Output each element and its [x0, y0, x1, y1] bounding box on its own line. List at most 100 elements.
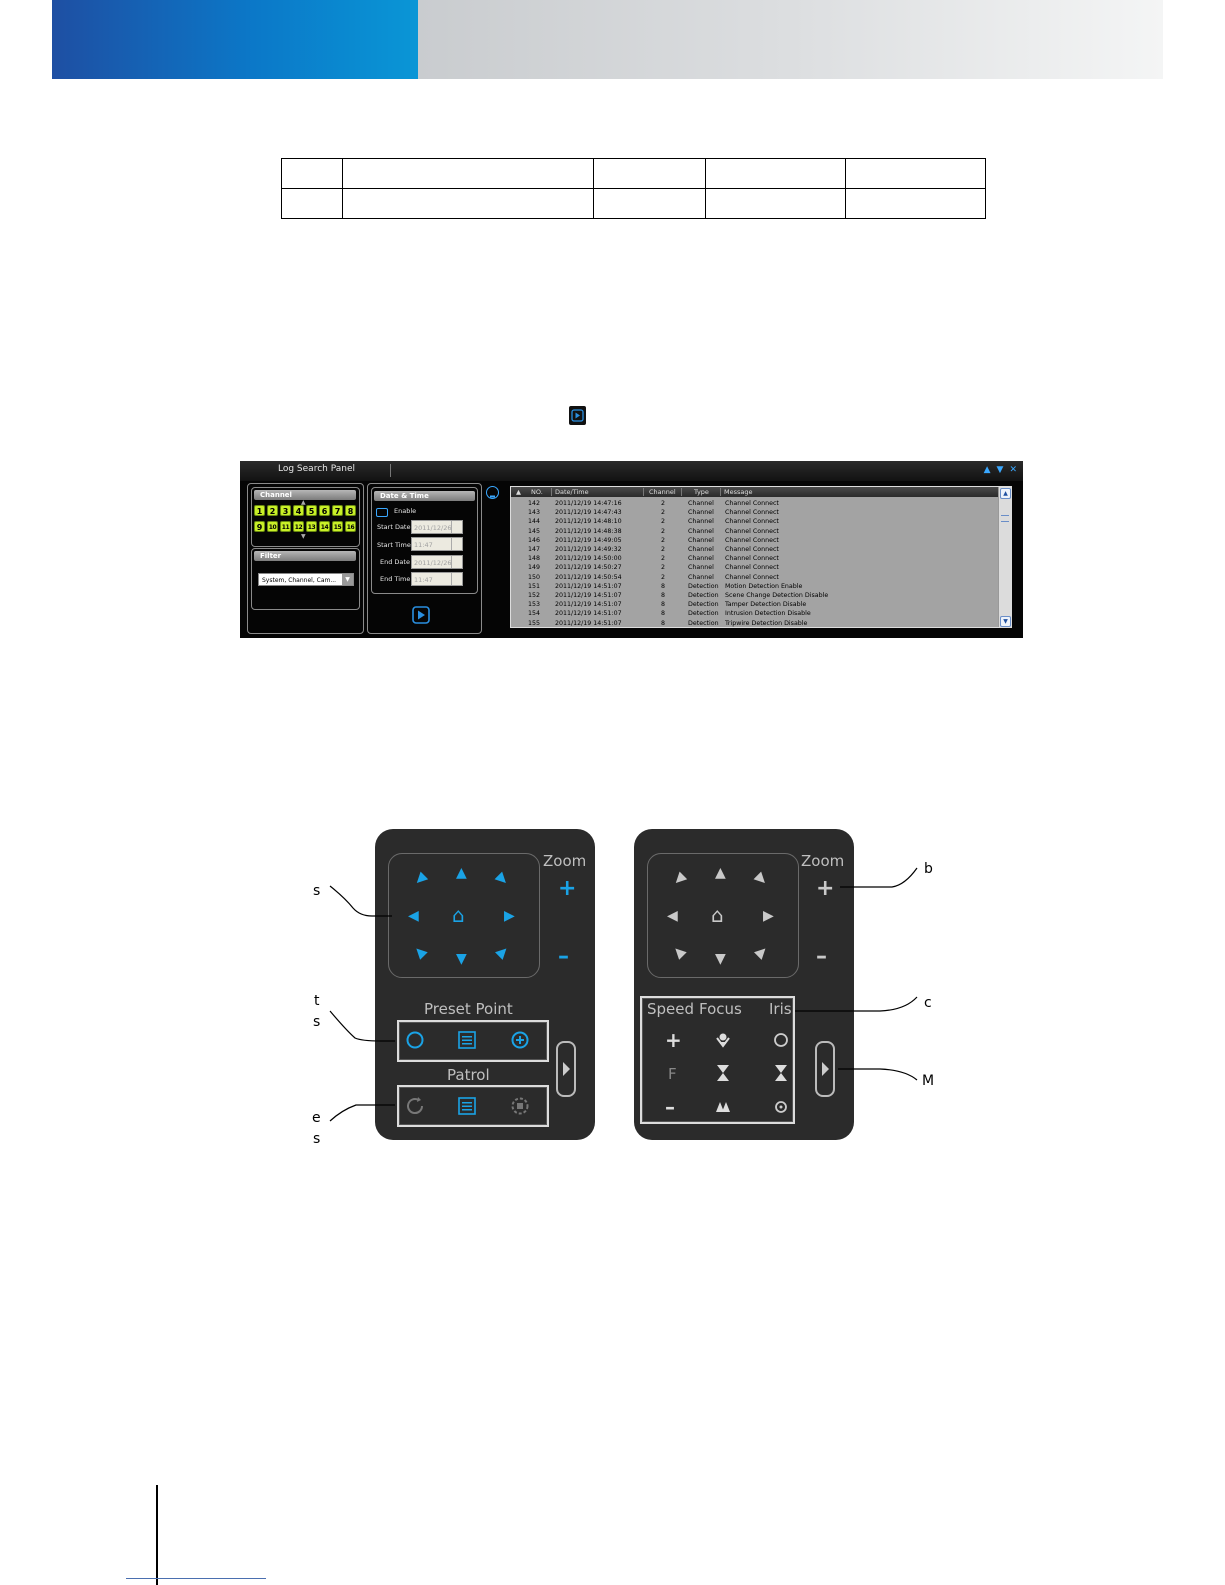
dropdown-arrow-icon[interactable]: ▼ — [342, 574, 353, 585]
pan-up-icon[interactable]: ▲ — [456, 865, 467, 881]
start-date-spinner[interactable] — [451, 521, 462, 533]
channel-button-4[interactable]: 4 — [293, 505, 304, 516]
scroll-thumb[interactable] — [1001, 515, 1009, 522]
pan-up-icon[interactable]: ▲ — [715, 865, 726, 881]
scroll-up-icon[interactable]: ▲ — [1000, 488, 1011, 499]
filter-dropdown[interactable]: System, Channel, Cam... ▼ — [258, 573, 354, 586]
col-header-type[interactable]: Type — [694, 488, 709, 496]
grid-scrollbar[interactable]: ▲ ▼ — [998, 487, 1011, 627]
iris-auto-icon[interactable] — [774, 1064, 788, 1086]
home-icon[interactable]: ⌂ — [452, 903, 465, 927]
channel-button-2[interactable]: 2 — [267, 505, 278, 516]
channel-button-8[interactable]: 8 — [345, 505, 356, 516]
zoom-in-button-right[interactable]: + — [816, 876, 835, 901]
end-time-field[interactable]: 11:47 — [411, 572, 463, 586]
pan-down-icon[interactable]: ▼ — [715, 951, 726, 967]
iris-close-icon[interactable] — [773, 1099, 789, 1119]
scroll-down-icon[interactable]: ▼ — [1000, 616, 1011, 627]
collapse-icon[interactable] — [486, 486, 499, 499]
pan-right-icon[interactable]: ▶ — [504, 908, 515, 924]
channel-button-15[interactable]: 15 — [332, 521, 343, 532]
expand-arrow-icon — [563, 1062, 570, 1076]
col-header-message[interactable]: Message — [724, 488, 753, 496]
channel-button-9[interactable]: 9 — [254, 521, 265, 532]
pan-left-icon[interactable]: ◀ — [667, 908, 678, 924]
channel-button-10[interactable]: 10 — [267, 521, 278, 532]
pan-down-icon[interactable]: ▼ — [456, 951, 467, 967]
callout-label-c: c — [924, 995, 932, 1011]
preset-go-icon[interactable] — [405, 1030, 425, 1054]
expand-toggle-left[interactable] — [556, 1041, 576, 1097]
table-cell: Tripwire Detection Disable — [725, 619, 808, 627]
table-cell: 2 — [661, 536, 666, 544]
preset-add-icon[interactable] — [510, 1030, 530, 1054]
pan-right-icon[interactable]: ▶ — [763, 908, 774, 924]
patrol-stop-icon[interactable] — [510, 1096, 530, 1120]
zoom-in-button-left[interactable]: + — [558, 876, 577, 901]
patrol-list-icon[interactable] — [457, 1096, 477, 1120]
iris-open-icon[interactable] — [773, 1032, 789, 1052]
table-cell: 2 — [661, 564, 666, 572]
channel-section-header: Channel — [254, 490, 356, 500]
close-button[interactable]: ✕ — [1009, 465, 1017, 475]
end-time-spinner[interactable] — [451, 573, 462, 585]
speed-increase-button[interactable]: + — [665, 1028, 682, 1052]
zoom-out-button-left[interactable]: – — [558, 944, 569, 969]
channel-button-7[interactable]: 7 — [332, 505, 343, 516]
col-header-datetime[interactable]: Date/Time — [555, 488, 589, 496]
channel-button-6[interactable]: 6 — [319, 505, 330, 516]
preset-list-icon[interactable] — [457, 1030, 477, 1054]
end-date-field[interactable]: 2011/12/26 — [411, 555, 463, 569]
focus-near-icon[interactable] — [714, 1032, 732, 1052]
start-date-field[interactable]: 2011/12/26 — [411, 520, 463, 534]
enable-checkbox[interactable] — [376, 508, 388, 517]
channel-button-5[interactable]: 5 — [306, 505, 317, 516]
channel-button-13[interactable]: 13 — [306, 521, 317, 532]
channel-button-14[interactable]: 14 — [319, 521, 330, 532]
home-icon[interactable]: ⌂ — [711, 903, 724, 927]
col-header-no[interactable]: NO. — [531, 488, 543, 496]
speed-decrease-button[interactable]: – — [665, 1095, 675, 1119]
pan-left-icon[interactable]: ◀ — [408, 908, 419, 924]
search-button[interactable] — [411, 605, 431, 625]
move-down-button[interactable]: ▼ — [996, 465, 1004, 475]
channel-button-12[interactable]: 12 — [293, 521, 304, 532]
channel-button-11[interactable]: 11 — [280, 521, 291, 532]
start-time-field[interactable]: 11:47 — [411, 537, 463, 551]
zoom-out-button-right[interactable]: – — [816, 944, 827, 969]
patrol-start-icon[interactable] — [405, 1096, 425, 1120]
start-time-value: 11:47 — [414, 541, 433, 549]
table-cell: 2011/12/19 14:47:43 — [555, 509, 622, 517]
expand-toggle-right[interactable] — [815, 1041, 835, 1097]
start-time-spinner[interactable] — [451, 538, 462, 550]
sort-arrow-icon[interactable]: ▲ — [516, 488, 521, 496]
focus-far-icon[interactable] — [714, 1098, 732, 1117]
channel-button-16[interactable]: 16 — [345, 521, 356, 532]
focus-auto-icon[interactable] — [716, 1064, 730, 1086]
col-header-channel[interactable]: Channel — [649, 488, 676, 496]
move-up-button[interactable]: ▲ — [983, 465, 991, 475]
channel-button-3[interactable]: 3 — [280, 505, 291, 516]
end-date-spinner[interactable] — [451, 556, 462, 568]
channel-button-1[interactable]: 1 — [254, 505, 265, 516]
callout-label-t: t — [314, 993, 320, 1009]
channel-scroll-down-icon[interactable]: ▼ — [301, 533, 306, 540]
focus-label: Focus — [699, 1000, 742, 1018]
channel-scroll-up-icon[interactable]: ▲ — [301, 499, 306, 506]
table-cell: 8 — [661, 619, 666, 627]
table-cell: Detection — [688, 610, 719, 618]
